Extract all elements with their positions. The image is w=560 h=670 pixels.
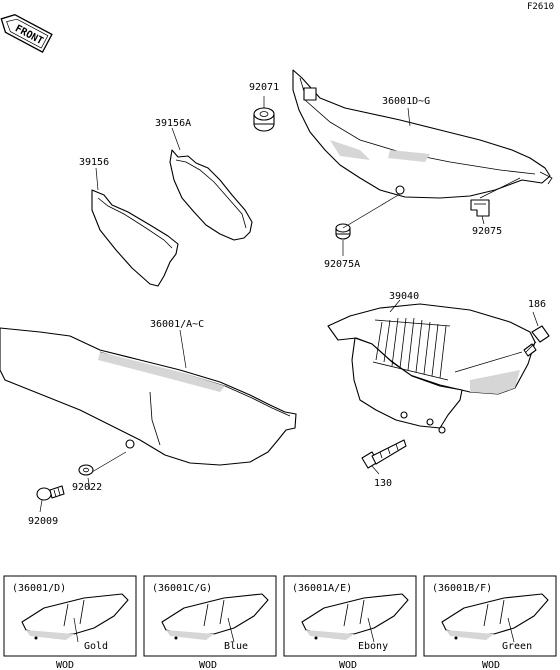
variant-color-3: Ebony	[358, 641, 388, 652]
side-cover-left-lower	[0, 327, 297, 466]
variant-tag-2: WOD	[199, 660, 217, 670]
variant-box-1: (36001/D) Gold WOD	[3, 575, 137, 670]
variant-box-2: (36001C/G) Blue WOD	[143, 575, 277, 670]
nut-92075a	[335, 223, 351, 240]
variant-box-3: (36001A/E) Ebony WOD	[283, 575, 417, 670]
heat-guard-39040	[327, 303, 536, 434]
variant-tag-3: WOD	[339, 660, 357, 670]
side-cover-right-upper	[292, 69, 553, 199]
label-92075: 92075	[472, 226, 502, 237]
bolt-186	[523, 325, 550, 357]
label-92071: 92071	[249, 82, 279, 93]
variant-code-1: (36001/D)	[12, 583, 66, 594]
leader-lines	[39, 96, 539, 513]
panel-39156	[91, 189, 179, 287]
panel-39156a	[169, 149, 253, 241]
screw-92009	[36, 485, 65, 501]
label-92022: 92022	[72, 482, 102, 493]
label-36001d-g: 36001D~G	[382, 96, 430, 107]
label-130: 130	[374, 478, 392, 489]
variant-color-4: Green	[502, 641, 532, 652]
grommet-92071	[253, 107, 275, 132]
label-92075a: 92075A	[324, 259, 360, 270]
clip-92075	[470, 199, 490, 217]
label-92009: 92009	[28, 516, 58, 527]
label-186: 186	[528, 299, 546, 310]
variant-tag-4: WOD	[482, 660, 500, 670]
bolt-130	[361, 439, 407, 469]
variant-code-3: (36001A/E)	[292, 583, 352, 594]
variant-color-1: Gold	[84, 641, 108, 652]
variant-code-4: (36001B/F)	[432, 583, 492, 594]
figure-code: F2610	[527, 2, 554, 12]
variant-code-2: (36001C/G)	[152, 583, 212, 594]
variant-color-2: Blue	[224, 641, 248, 652]
label-39156a: 39156A	[155, 118, 191, 129]
washer-92022	[78, 464, 94, 476]
label-39156: 39156	[79, 157, 109, 168]
front-direction-badge: FRONT	[0, 13, 53, 53]
variant-box-4: (36001B/F) Green WOD	[423, 575, 557, 670]
label-39040: 39040	[389, 291, 419, 302]
part-labels: 92071 36001D~G 39156A 39156 92075 92075A…	[28, 82, 546, 527]
variant-tag-1: WOD	[56, 660, 74, 670]
label-36001-a-c: 36001/A~C	[150, 319, 204, 330]
